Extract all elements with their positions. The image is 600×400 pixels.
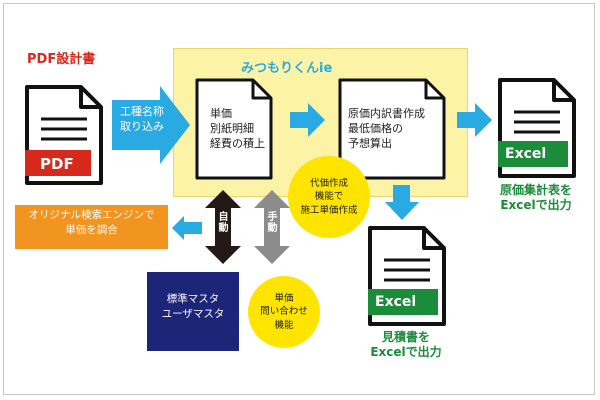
unit-price-document-text: 単価 別紙明細 経費の積上 [210,107,265,152]
manual-double-arrow [254,190,290,264]
pdf-badge-label: PDF [40,155,74,173]
circle-top-line2: 機能で [314,191,344,203]
search-engine-box [15,205,168,249]
excel-badge-right: Excel [505,146,547,162]
doc1-line2: 別紙明細 [210,121,254,135]
doc2-line1: 原価内訳書作成 [348,107,425,120]
circle-top-line3: 施工単価作成 [300,204,358,216]
pdf-badge [25,150,91,176]
pdf-design-title: PDF設計書 [27,52,96,67]
output-bottom-text: 見積書を Excelで出力 [350,330,462,360]
navy-line1: 標準マスタ [166,293,220,305]
circle-bottom-line1: 単価 [274,293,294,304]
search-engine-arrow [172,216,202,240]
circle-bottom-line3: 機能 [274,319,294,331]
import-arrow [112,86,190,164]
circle-bottom-line2: 問い合わせ [260,306,308,318]
outer-frame [3,3,595,395]
price-creation-text: 代価作成 機能で 施工単価作成 [288,177,370,217]
excel-estimate-document-icon [368,226,446,326]
manual-label: 手動 [265,211,276,233]
import-text-line2: 取り込み [120,120,164,134]
import-text-line1: 工種名称 [120,105,164,118]
price-inquiry-circle [248,276,320,348]
master-data-text: 標準マスタ ユーザマスタ [147,292,239,322]
doc1-line1: 単価 [210,107,232,120]
circle-top-line1: 代価作成 [309,178,348,189]
output-right-line2: Excelで出力 [500,198,572,212]
export-down-arrow [385,185,419,220]
doc2-line2: 最低価格の [348,121,403,135]
auto-double-arrow [205,190,241,264]
unit-price-document-icon [195,78,273,180]
output-bottom-line2: Excelで出力 [370,345,442,359]
process-arrow [290,103,325,137]
price-creation-circle [288,156,370,238]
search-engine-text: オリジナル検索エンジンで 単価を調合 [15,208,168,238]
import-arrow-text: 工種名称 取り込み [112,104,172,135]
main-system-title: みつもりくんie [241,61,333,76]
orange-line2: 単価を調合 [65,224,118,237]
output-right-line1: 原価集計表を [499,183,572,197]
cost-breakdown-document-text: 原価内訳書作成 最低価格の 予想算出 [348,107,425,152]
price-inquiry-text: 単価 問い合わせ 機能 [248,292,320,332]
navy-line2: ユーザマスタ [161,308,225,321]
master-data-box [147,272,239,351]
doc2-line3: 予想算出 [348,136,392,150]
orange-line1: オリジナル検索エンジンで [28,209,155,221]
output-bottom-line1: 見積書を [381,330,430,344]
excel-badge-bottom: Excel [375,294,417,310]
output-right-text: 原価集計表を Excelで出力 [480,183,592,213]
export-right-arrow [457,103,492,137]
auto-label: 自動 [216,211,227,233]
doc1-line3: 経費の積上 [210,136,265,150]
excel-cost-document-icon [498,78,576,178]
pdf-document-icon [25,85,103,185]
